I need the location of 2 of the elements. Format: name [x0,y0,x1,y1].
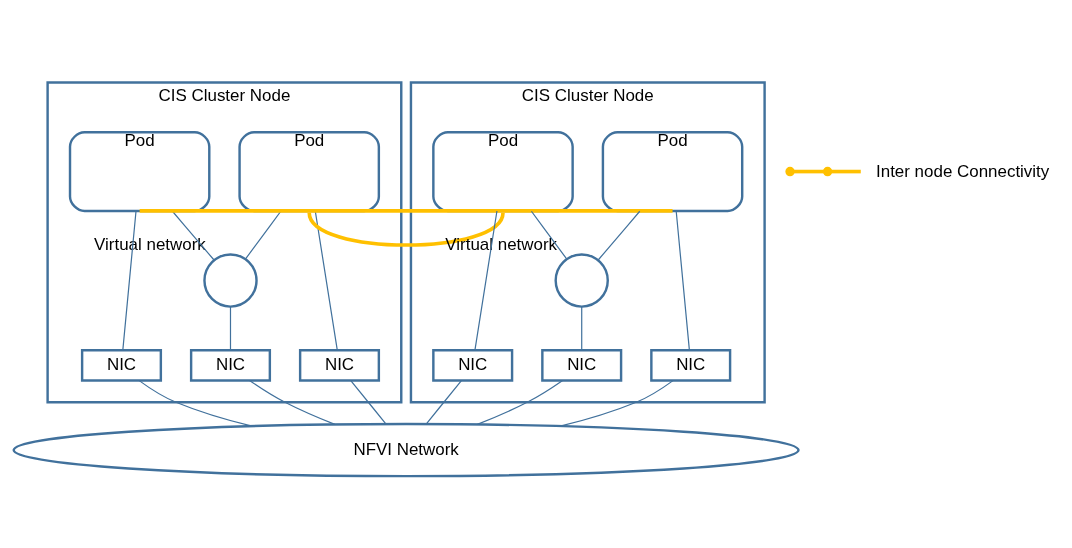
node-label: Virtual network [445,234,558,254]
legend-label: Inter node Connectivity [876,161,1050,181]
